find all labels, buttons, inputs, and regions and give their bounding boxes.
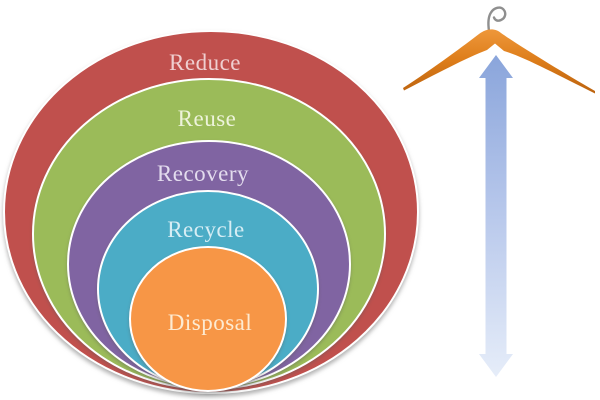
nested-circles-diagram: Reduce Reuse Recovery Recycle Disposal xyxy=(3,30,419,394)
vertical-double-arrow-icon xyxy=(479,55,513,377)
hanger-body xyxy=(403,29,595,94)
label-recovery: Recovery xyxy=(157,161,249,186)
hanger-hook-icon xyxy=(487,6,507,33)
hanger-illustration xyxy=(403,6,595,377)
circle-disposal xyxy=(129,246,287,392)
label-reuse: Reuse xyxy=(178,106,237,131)
label-disposal: Disposal xyxy=(168,310,253,335)
label-reduce: Reduce xyxy=(169,50,241,75)
ring-disposal: Disposal xyxy=(129,246,287,392)
label-recycle: Recycle xyxy=(167,217,245,242)
